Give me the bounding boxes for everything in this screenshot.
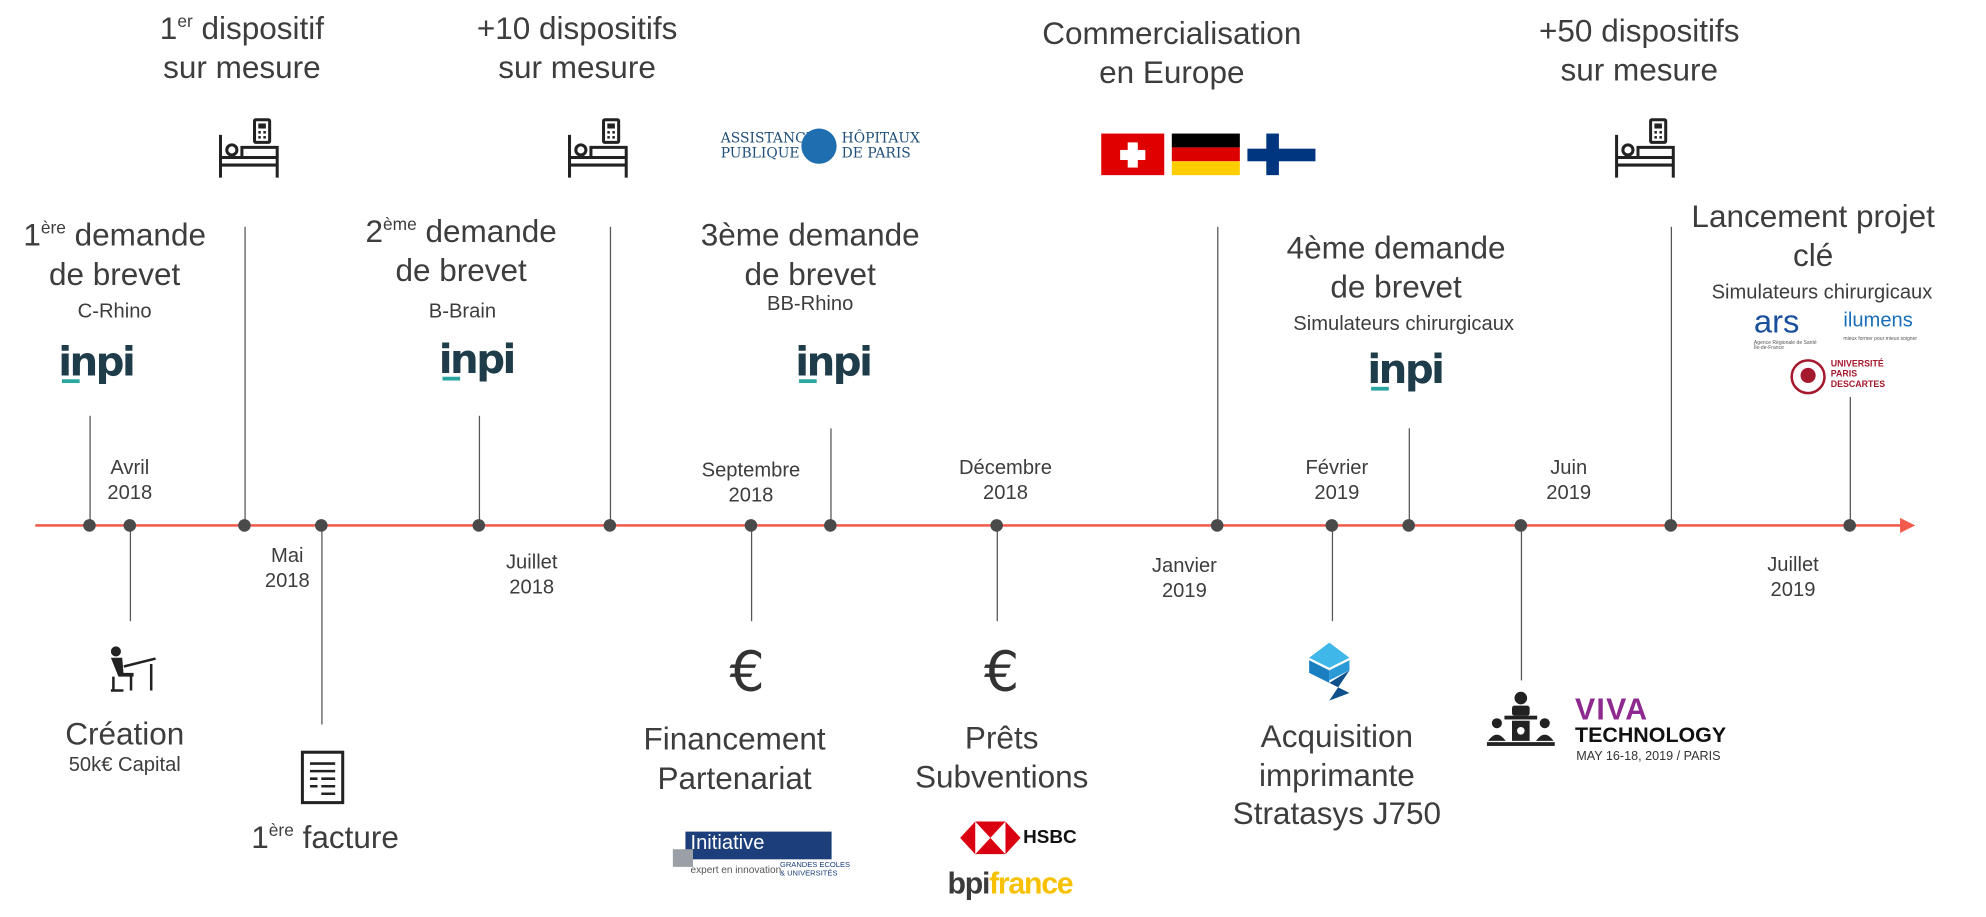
date-label: Février 2019: [1305, 457, 1369, 504]
date-label: Septembre 2018: [701, 459, 801, 507]
europe-title: Commercialisation en Europe: [1042, 16, 1302, 91]
patent-title-2: 2ème demande de brevet: [365, 214, 557, 288]
timeline-dot: [1325, 519, 1339, 532]
timeline-dot: [990, 519, 1003, 532]
bpifrance-logo: bpifrance: [947, 866, 1074, 901]
aphp-logo: ASSISTANCE PUBLIQUE HÔPITAUX DE PARIS: [721, 126, 920, 169]
initiative-logo: Initiative expert en innovation GRANDES …: [672, 831, 852, 880]
creation-title: Création: [65, 716, 185, 753]
timeline-arrowhead: [1900, 517, 1916, 533]
timeline-dot: [1514, 519, 1528, 532]
date-label: Décembre 2018: [958, 457, 1052, 504]
date-label: Mai 2018: [264, 545, 310, 593]
project-title: Lancement projet clé: [1691, 199, 1935, 273]
timeline-dot: [83, 519, 96, 532]
connector-line: [244, 226, 246, 526]
funding-title: Financement Partenariat: [643, 721, 826, 796]
connector-line: [609, 226, 612, 526]
euro-icon: €: [984, 640, 1020, 705]
paris-descartes-logo: UNIVERSITÉ PARIS DESCARTES: [1790, 358, 1891, 398]
ilumens-logo: ilumens mieux former pour mieux soigner: [1843, 309, 1918, 342]
patent-title-3: 3ème demande de brevet: [700, 217, 920, 292]
timeline-dot: [603, 519, 617, 532]
timeline-dot: [315, 519, 328, 532]
devices-top-3: +50 dispositifs sur mesure: [1539, 13, 1740, 88]
conference-icon: [1486, 690, 1555, 748]
inpi-logo: inpi: [438, 335, 517, 384]
stratasys-icon: [1304, 642, 1354, 701]
inpi-logo: inpi: [58, 337, 136, 386]
patent-title-4: 4ème demande de brevet: [1286, 230, 1506, 305]
ars-logo: ars Agence Régionale de Santé Île-de-Fra…: [1753, 302, 1817, 351]
devices-top-2: +10 dispositifs sur mesure: [476, 11, 678, 86]
bed-phone-icon: [566, 117, 632, 180]
timeline-dot: [123, 519, 137, 532]
bed-phone-icon: [1613, 117, 1679, 180]
date-label: Avril 2018: [107, 457, 153, 504]
timeline-dot: [238, 519, 251, 532]
patent-title-1: 1ère demande de brevet: [23, 217, 207, 292]
invoice-icon: [300, 750, 345, 805]
invoice-title: 1ère facture: [251, 820, 399, 856]
connector-line: [1670, 226, 1673, 526]
creation-sub: 50k€ Capital: [68, 754, 181, 777]
timeline-dot: [744, 519, 758, 532]
inpi-logo: inpi: [795, 337, 873, 386]
connector-line: [129, 525, 132, 622]
connector-line: [996, 525, 998, 622]
flag-switzerland: [1101, 133, 1165, 176]
patent-sub-3: BB-Rhino: [767, 293, 854, 315]
date-label: Juillet 2019: [1767, 554, 1819, 602]
printer-title: Acquisition imprimante Stratasys J750: [1232, 719, 1442, 832]
inpi-logo: inpi: [1367, 345, 1445, 394]
flag-germany: [1171, 133, 1240, 176]
date-label: Juillet 2018: [505, 551, 558, 599]
bed-phone-icon: [217, 117, 283, 180]
connector-line: [1849, 396, 1851, 526]
euro-icon: €: [729, 640, 765, 705]
timeline-dot: [824, 519, 837, 532]
timeline-dot: [472, 519, 486, 532]
timeline-dot: [1402, 519, 1415, 532]
date-label: Janvier 2019: [1151, 555, 1217, 603]
timeline-dot: [1210, 519, 1224, 532]
project-sub: Simulateurs chirurgicaux: [1711, 282, 1933, 304]
connector-line: [830, 428, 832, 526]
timeline-axis: [35, 524, 1906, 527]
timeline-dot: [1843, 519, 1856, 532]
vivatech-logo: VIVA TECHNOLOGY MAY 16-18, 2019 / PARIS: [1575, 693, 1727, 764]
connector-line: [1408, 428, 1410, 526]
desk-worker-icon: [106, 645, 159, 693]
loans-title: Prêts Subventions: [915, 720, 1089, 795]
hsbc-logo: HSBC: [960, 821, 1078, 857]
devices-top-1: 1er dispositif sur mesure: [159, 11, 325, 86]
patent-sub-4: Simulateurs chirurgicaux: [1293, 313, 1515, 336]
patent-sub-2: B-Brain: [428, 301, 497, 323]
timeline-dot: [1664, 519, 1678, 532]
connector-line: [1331, 525, 1334, 622]
connector-line: [1520, 525, 1523, 681]
connector-line: [321, 525, 323, 725]
patent-sub-1: C-Rhino: [77, 301, 152, 323]
date-label: Juin 2019: [1546, 457, 1592, 504]
flag-finland: [1247, 133, 1316, 176]
connector-line: [478, 415, 481, 526]
connector-line: [89, 415, 91, 526]
connector-line: [1217, 226, 1219, 526]
connector-line: [750, 525, 753, 622]
